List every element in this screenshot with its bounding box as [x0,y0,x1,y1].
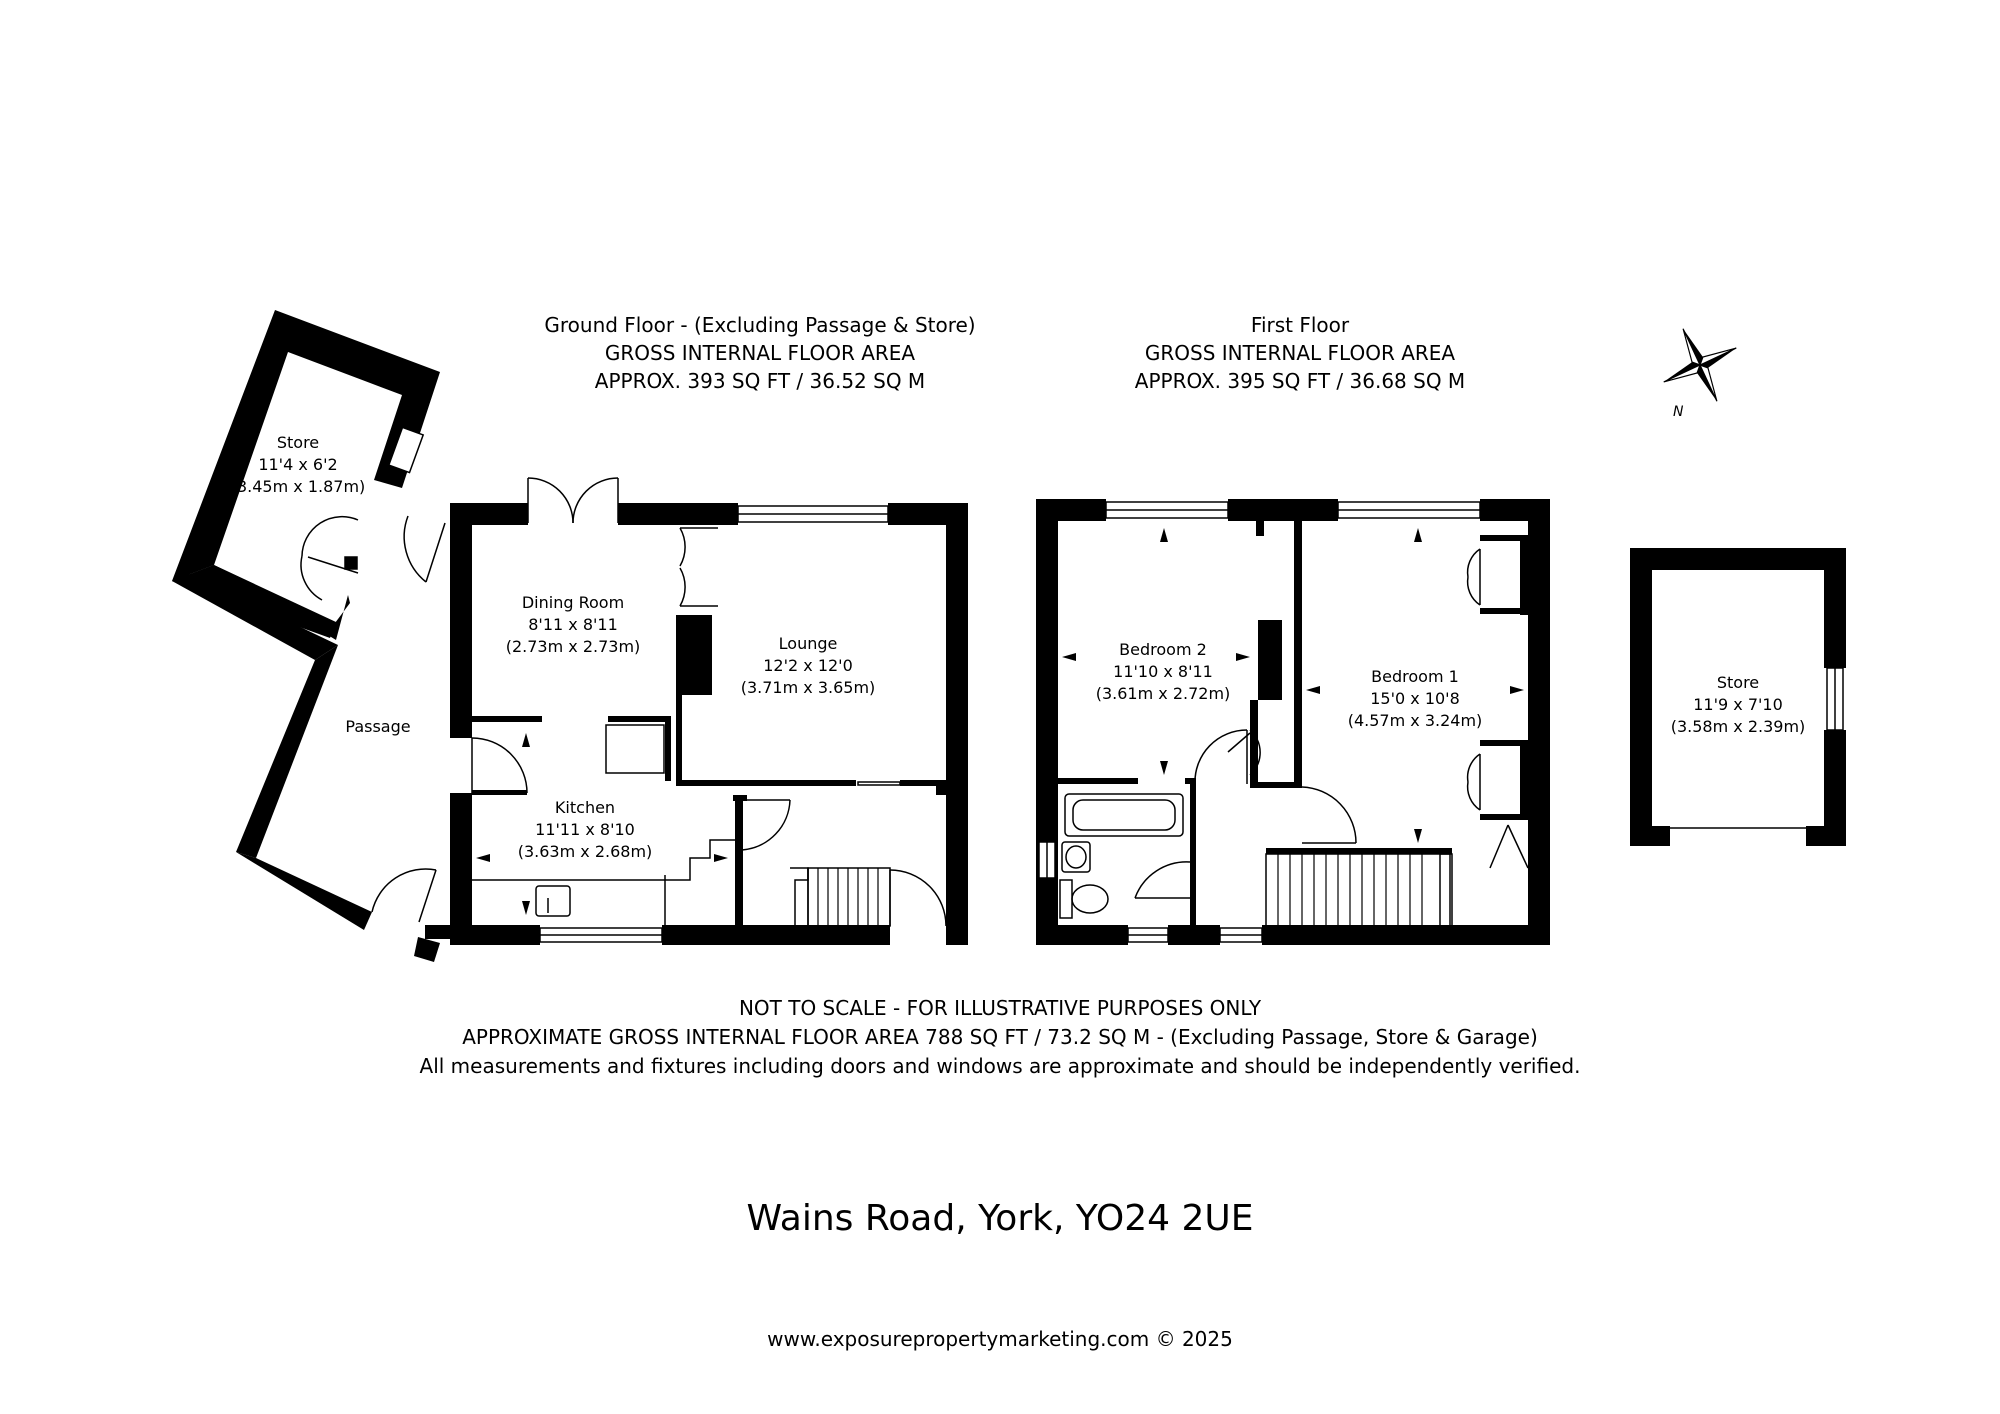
room-label-lounge: Lounge 12'2 x 12'0 (3.71m x 3.65m) [741,633,876,699]
first-floor-area-value: APPROX. 395 SQ FT / 36.68 SQ M [1134,369,1466,393]
ground-measure-arrows [476,733,728,915]
passage-walls [172,572,452,962]
room-name: Bedroom 1 [1371,667,1459,686]
room-name: Store [276,433,320,452]
left-store-window [387,426,425,474]
ground-floor-header: Ground Floor - (Excluding Passage & Stor… [530,311,990,395]
room-name: Lounge [778,634,838,653]
room-label-bedroom1: Bedroom 1 15'0 x 10'8 (4.57m x 3.24m) [1348,666,1483,732]
ground-floor-area-value: APPROX. 393 SQ FT / 36.52 SQ M [594,369,926,393]
first-floor-doors [1134,548,1529,899]
ground-floor-windows [539,505,901,943]
first-floor-area-label: GROSS INTERNAL FLOOR AREA [1144,341,1456,365]
ground-floor-title: Ground Floor - (Excluding Passage & Stor… [544,313,976,337]
room-dims: 15'0 x 10'8 [1370,689,1460,708]
first-floor-title: First Floor [1250,313,1350,337]
room-metric: (3.58m x 2.39m) [1670,717,1806,736]
room-metric: (3.71m x 3.65m) [740,678,876,697]
room-label-bedroom2: Bedroom 2 11'10 x 8'11 (3.61m x 2.72m) [1096,639,1231,705]
ground-floor-fixtures [472,724,891,927]
room-name: Store [1716,673,1760,692]
room-label-kitchen: Kitchen 11'11 x 8'10 (3.63m x 2.68m) [518,797,653,863]
right-store-fixtures [1670,667,1844,829]
compass-north-label: N [1673,404,1684,420]
ground-floor-area-label: GROSS INTERNAL FLOOR AREA [604,341,916,365]
room-dims: 8'11 x 8'11 [528,615,618,634]
website-credit: www.exposurepropertymarketing.com © 2025 [767,1327,1233,1351]
room-dims: 12'2 x 12'0 [763,656,853,675]
first-floor-walls [1036,499,1550,945]
property-address: Wains Road, York, YO24 2UE [746,1198,1254,1239]
room-dims: 11'11 x 8'10 [535,820,635,839]
ground-floor-walls [450,503,968,945]
room-dims: 11'4 x 6'2 [258,455,338,474]
room-label-store-left: Store 11'4 x 6'2 (3.45m x 1.87m) [231,432,366,498]
first-measure-arrows [1062,528,1524,843]
room-label-passage: Passage [345,716,410,738]
first-floor-fixtures [1059,793,1453,927]
room-metric: (3.63m x 2.68m) [517,842,653,861]
left-store-walls [172,310,440,640]
room-dims: 11'9 x 7'10 [1693,695,1783,714]
room-dims: 11'10 x 8'11 [1113,662,1213,681]
room-label-store-right: Store 11'9 x 7'10 (3.58m x 2.39m) [1671,672,1806,738]
disclaimer-line-3: All measurements and fixtures including … [419,1054,1581,1078]
room-metric: (3.61m x 2.72m) [1095,684,1231,703]
first-floor-header: First Floor GROSS INTERNAL FLOOR AREA AP… [1090,311,1510,395]
room-metric: (2.73m x 2.73m) [505,637,641,656]
compass-rose-icon: N [1663,328,1737,420]
room-name: Passage [345,717,411,736]
disclaimer-line-1: NOT TO SCALE - FOR ILLUSTRATIVE PURPOSES… [738,996,1262,1020]
disclaimer-block: NOT TO SCALE - FOR ILLUSTRATIVE PURPOSES… [0,994,2000,1081]
room-name: Dining Room [521,593,625,612]
room-metric: (4.57m x 3.24m) [1347,711,1483,730]
room-name: Kitchen [554,798,616,817]
first-floor-windows [1038,501,1481,943]
room-metric: (3.45m x 1.87m) [230,477,366,496]
room-name: Bedroom 2 [1119,640,1207,659]
ground-floor-doors [300,477,947,927]
disclaimer-line-2: APPROXIMATE GROSS INTERNAL FLOOR AREA 78… [462,1025,1538,1049]
right-store-walls [1630,548,1846,846]
room-label-dining: Dining Room 8'11 x 8'11 (2.73m x 2.73m) [506,592,641,658]
